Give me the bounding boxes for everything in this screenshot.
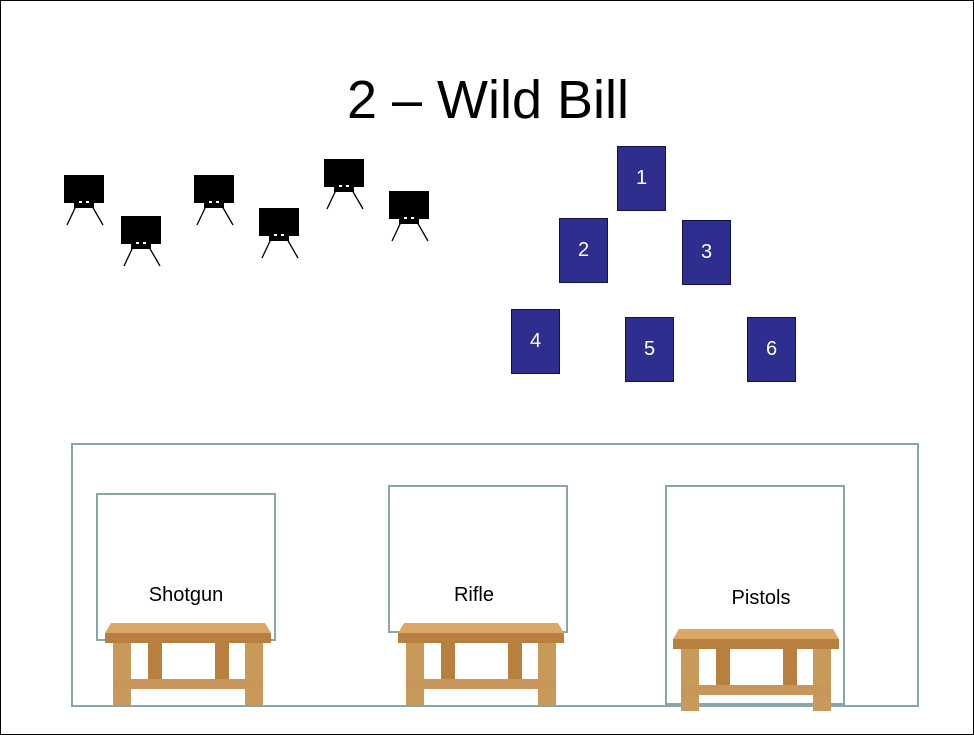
- shooting-bay-outline: [71, 443, 919, 707]
- steel-target-icon: [116, 214, 176, 294]
- numbered-target-5: 5: [625, 317, 674, 382]
- numbered-target-1: 1: [617, 146, 666, 211]
- table-icon: [398, 623, 564, 705]
- rifle-station-label: Rifle: [453, 584, 494, 606]
- table-icon: [673, 629, 839, 711]
- steel-target-icon: [59, 173, 119, 253]
- table-icon: [105, 623, 271, 705]
- steel-target-icon: [319, 157, 379, 237]
- steel-target-icon: [384, 189, 444, 269]
- shotgun-station-label: Shotgun: [148, 584, 224, 606]
- pistols-station-box: [665, 485, 845, 705]
- rifle-station-box: [388, 485, 568, 633]
- pistols-station-label: Pistols: [731, 587, 791, 609]
- steel-target-icon: [189, 173, 249, 253]
- numbered-target-4: 4: [511, 309, 560, 374]
- page-title: 2 – Wild Bill: [346, 70, 630, 130]
- numbered-target-6: 6: [747, 317, 796, 382]
- numbered-target-3: 3: [682, 220, 731, 285]
- numbered-target-2: 2: [559, 218, 608, 283]
- steel-target-icon: [254, 206, 314, 286]
